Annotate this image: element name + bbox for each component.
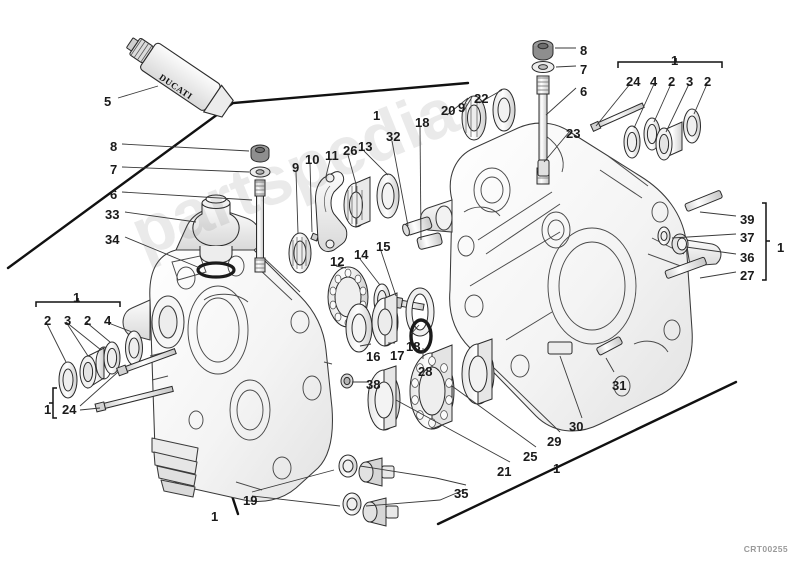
right-bearing-parts (589, 102, 701, 161)
callout-27-right-fittings: 27 (740, 268, 755, 283)
callout-26-center-cluster: 26 (343, 143, 358, 158)
callout-2-left-bearing-bracket: 2 (44, 313, 52, 328)
drawing-code: CRT00255 (743, 544, 788, 554)
callout-16-gear-cluster: 16 (366, 349, 381, 364)
callout-29-lower-right: 29 (547, 434, 562, 449)
callout-2-right-bearing-bracket: 2 (704, 74, 712, 89)
bracket-right-fittings (762, 202, 770, 281)
callout-37-right-fittings: 37 (740, 230, 755, 245)
callout-21-lower-right: 21 (497, 464, 512, 479)
sealant-tube (126, 37, 234, 118)
callout-8-stud-left: 8 (110, 139, 118, 154)
callout-30-lower-right: 30 (569, 419, 584, 434)
callout-20-center-cluster: 20 (441, 103, 456, 118)
callout-1-boundary-upper: 1 (373, 108, 381, 123)
callout-7-stud-top: 7 (580, 62, 588, 77)
callout-2-right-bearing-bracket: 2 (668, 74, 676, 89)
callout-1-boundary-lower: 1 (553, 461, 561, 476)
callout-6-stud-top: 6 (580, 84, 588, 99)
callout-9-center-cluster: 9 (292, 160, 300, 175)
crankcase-half-left (149, 236, 333, 503)
callout-2-left-bearing-bracket: 2 (84, 313, 92, 328)
callout-12-gear-cluster: 12 (330, 254, 345, 269)
crankcase-right-details (457, 135, 687, 397)
callout-3-left-bearing-bracket: 3 (64, 313, 72, 328)
gear-cluster-parts (327, 266, 435, 389)
bracket-left-bearing (35, 298, 121, 307)
leader-lines (45, 47, 737, 507)
crankcase-left-details (149, 255, 333, 491)
callout-23-stud-top: 23 (566, 126, 581, 141)
callout-1-left-bearing-bracket: 1 (73, 290, 81, 305)
callout-33-breather: 33 (105, 207, 120, 222)
callout-36-right-fittings: 36 (740, 250, 755, 265)
callout-28-gear-cluster: 28 (418, 364, 433, 379)
callout-1-right-bearing-bracket: 1 (671, 53, 679, 68)
callout-15-gear-cluster: 15 (376, 239, 391, 254)
callout-38-gear-cluster: 38 (366, 377, 381, 392)
center-cluster-parts (288, 88, 516, 274)
callout-22-center-cluster: 22 (474, 91, 489, 106)
callout-24-left-dowel-bracket: 24 (62, 402, 77, 417)
callout-24-right-bearing-bracket: 24 (626, 74, 641, 89)
callout-25-lower-right: 25 (523, 449, 538, 464)
callout-8-stud-top: 8 (580, 43, 588, 58)
crankcase-right-bosses (419, 199, 722, 267)
dowel-23 (537, 159, 550, 177)
callout-7-stud-left: 7 (110, 162, 118, 177)
lower-right-cluster (367, 336, 623, 431)
callout-9-center-cluster: 9 (458, 100, 466, 115)
callout-1-left-dowel-bracket: 1 (44, 402, 52, 417)
callout-32-center-cluster: 32 (386, 129, 401, 144)
left-dowel-bolts (94, 348, 177, 413)
callout-6-stud-left: 6 (110, 187, 118, 202)
bracket-right-bearing (617, 58, 723, 68)
callout-14-gear-cluster: 14 (354, 247, 369, 262)
callout-1-lower-left: 1 (211, 509, 219, 524)
callout-13-center-cluster: 13 (358, 139, 373, 154)
stud-assembly-top (531, 40, 555, 185)
callout-1-right-fittings: 1 (777, 240, 785, 255)
left-bearing-parts (58, 288, 168, 399)
callout-5-sealant-tube: 5 (104, 94, 112, 109)
crankcase-left-bearing-boss (122, 295, 185, 349)
callout-11-center-cluster: 11 (325, 148, 339, 163)
right-fitting-parts (657, 190, 723, 279)
callout-39-right-fittings: 39 (740, 212, 755, 227)
callout-4-left-bearing-bracket: 4 (104, 313, 112, 328)
stud-assembly-left (249, 144, 271, 273)
bottom-plugs (338, 454, 399, 527)
callout-35-lower-center: 35 (454, 486, 469, 501)
callout-19-lower-left: 19 (243, 493, 258, 508)
callout-31-lower-right: 31 (612, 378, 627, 393)
callout-10-center-cluster: 10 (305, 152, 320, 167)
callout-3-right-bearing-bracket: 3 (686, 74, 694, 89)
callout-18-center-cluster: 18 (415, 115, 430, 130)
callout-18-gear-cluster: 18 (406, 339, 421, 354)
callout-34-breather: 34 (105, 232, 120, 247)
callout-17-gear-cluster: 17 (390, 348, 405, 363)
callout-4-right-bearing-bracket: 4 (650, 74, 658, 89)
bracket-left-dowel (49, 387, 57, 419)
breather-valve-assembly (192, 194, 240, 279)
